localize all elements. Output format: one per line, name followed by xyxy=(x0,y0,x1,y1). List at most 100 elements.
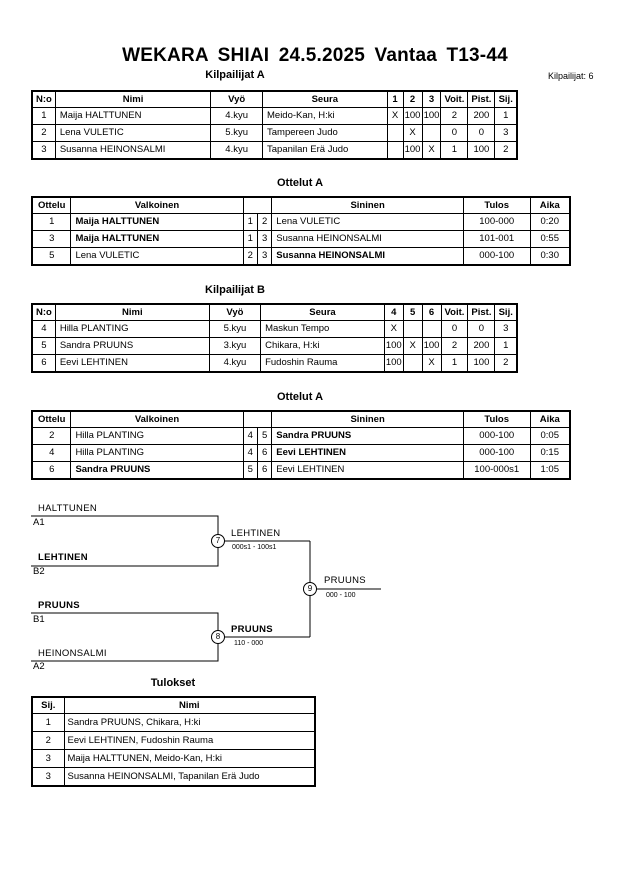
table-row: 4 Hilla PLANTING 5.kyu Maskun Tempo X 0 … xyxy=(31,320,518,338)
cell-time: 0:55 xyxy=(529,230,571,248)
col-header-name: Nimi xyxy=(63,696,316,714)
results-header-row: Sij. Nimi xyxy=(31,696,316,714)
cell-place: 3 xyxy=(31,767,65,787)
table-row: 3 Susanna HEINONSALMI 4.kyu Tapanilan Er… xyxy=(31,141,518,160)
table-row: 3 Susanna HEINONSALMI, Tapanilan Erä Jud… xyxy=(31,767,316,787)
matches-a-title: Ottelut A xyxy=(276,177,324,189)
col-header-m3: 3 xyxy=(421,90,442,108)
table-row: 6 Sandra PRUUNS 5 6 Eevi LEHTINEN 100-00… xyxy=(31,461,571,480)
cell-belt: 4.kyu xyxy=(208,354,262,373)
bracket-top1-name: HALTTUNEN xyxy=(38,503,97,514)
bracket-bot1-name: PRUUNS xyxy=(38,600,80,611)
cell-blue: Susanna HEINONSALMI xyxy=(271,247,464,266)
bracket-bot2-seed: A2 xyxy=(33,661,45,672)
cell-points: 100 xyxy=(467,141,496,160)
table-row: 1 Sandra PRUUNS, Chikara, H:ki xyxy=(31,713,316,732)
bracket-bot1-seed: B1 xyxy=(33,614,45,625)
cell-m3: X xyxy=(421,354,442,373)
bracket-bot2-name: HEINONSALMI xyxy=(38,648,107,659)
cell-blue-no: 6 xyxy=(256,461,273,480)
col-header-no: N:o xyxy=(31,90,56,108)
cell-name: Susanna HEINONSALMI xyxy=(54,141,212,160)
cell-name: Eevi LEHTINEN, Fudoshin Rauma xyxy=(63,731,316,750)
cell-match: 4 xyxy=(31,444,72,462)
cell-white: Hilla PLANTING xyxy=(70,444,244,462)
cell-club: Tampereen Judo xyxy=(262,124,388,142)
bracket-match-number: 7 xyxy=(211,534,225,548)
cell-points: 200 xyxy=(467,337,496,355)
table-row: 4 Hilla PLANTING 4 6 Eevi LEHTINEN 000-1… xyxy=(31,444,571,462)
cell-time: 0:30 xyxy=(529,247,571,266)
table-row: 1 Maija HALTTUNEN 4.kyu Meido-Kan, H:ki … xyxy=(31,107,518,125)
cell-place: 2 xyxy=(494,354,518,373)
matches-b-title: Ottelut A xyxy=(276,391,324,403)
cell-result: 100-000s1 xyxy=(462,461,531,480)
cell-wins: 1 xyxy=(440,141,469,160)
bracket-top1-seed: A1 xyxy=(33,517,45,528)
page-title: WEKARA SHIAI 24.5.2025 Vantaa T13-44 xyxy=(122,45,508,66)
table-row: 6 Eevi LEHTINEN 4.kyu Fudoshin Rauma 100… xyxy=(31,354,518,373)
cell-place: 1 xyxy=(31,713,65,732)
results-title: Tulokset xyxy=(150,677,196,689)
cell-place: 1 xyxy=(494,337,518,355)
cell-belt: 3.kyu xyxy=(208,337,262,355)
matches-a-table: Ottelu Valkoinen Sininen Tulos Aika 1 Ma… xyxy=(31,196,571,266)
cell-match: 5 xyxy=(31,247,72,266)
cell-no: 2 xyxy=(31,124,56,142)
bracket-semi1-score: 000s1 - 100s1 xyxy=(232,544,277,551)
cell-white: Lena VULETIC xyxy=(70,247,244,266)
bracket-match-number: 8 xyxy=(211,630,225,644)
cell-white-no: 4 xyxy=(242,444,258,462)
cell-points: 100 xyxy=(467,354,496,373)
bracket-semi2-winner: PRUUNS xyxy=(231,624,273,635)
cell-name: Maija HALTTUNEN, Meido-Kan, H:ki xyxy=(63,749,316,768)
cell-no: 5 xyxy=(31,337,56,355)
cell-name: Eevi LEHTINEN xyxy=(54,354,210,373)
table-row: 3 Maija HALTTUNEN 1 3 Susanna HEINONSALM… xyxy=(31,230,571,248)
bracket-semi1-winner: LEHTINEN xyxy=(231,528,281,539)
col-header-points: Pist. xyxy=(467,303,496,321)
bracket-top2-name: LEHTINEN xyxy=(38,552,88,563)
competitor-count: Kilpailijat: 6 xyxy=(548,71,594,81)
bracket-semi2-score: 110 - 000 xyxy=(234,640,264,647)
col-header-place: Sij. xyxy=(31,696,65,714)
cell-place: 2 xyxy=(31,731,65,750)
bracket-final-score: 000 - 100 xyxy=(326,592,356,599)
cell-blue-no: 3 xyxy=(256,230,273,248)
table-row: 2 Lena VULETIC 5.kyu Tampereen Judo X 0 … xyxy=(31,124,518,142)
cell-belt: 5.kyu xyxy=(210,124,263,142)
pool-a-title: Kilpailijat A xyxy=(205,69,265,81)
table-row: 5 Sandra PRUUNS 3.kyu Chikara, H:ki 100 … xyxy=(31,337,518,355)
table-row: 2 Eevi LEHTINEN, Fudoshin Rauma xyxy=(31,731,316,750)
pool-b-title: Kilpailijat B xyxy=(205,284,265,296)
cell-blue: Susanna HEINONSALMI xyxy=(271,230,464,248)
cell-place: 3 xyxy=(494,124,518,142)
cell-time: 0:15 xyxy=(529,444,571,462)
cell-blue-no: 3 xyxy=(256,247,273,266)
cell-m1: 100 xyxy=(383,354,404,373)
cell-club: Chikara, H:ki xyxy=(260,337,385,355)
table-row: 5 Lena VULETIC 2 3 Susanna HEINONSALMI 0… xyxy=(31,247,571,266)
cell-time: 1:05 xyxy=(529,461,571,480)
cell-blue: Eevi LEHTINEN xyxy=(271,461,464,480)
cell-name: Susanna HEINONSALMI, Tapanilan Erä Judo xyxy=(63,767,316,787)
cell-blue: Eevi LEHTINEN xyxy=(271,444,464,462)
cell-place: 2 xyxy=(494,141,518,160)
table-row: 3 Maija HALTTUNEN, Meido-Kan, H:ki xyxy=(31,749,316,768)
pool-b-table: N:o Nimi Vyö Seura 4 5 6 Voit. Pist. Sij… xyxy=(31,303,518,373)
results-table: Sij. Nimi 1 Sandra PRUUNS, Chikara, H:ki… xyxy=(31,696,316,787)
pool-a-table: N:o Nimi Vyö Seura 1 2 3 Voit. Pist. Sij… xyxy=(31,90,518,160)
cell-m3 xyxy=(421,124,442,142)
cell-m3: X xyxy=(421,141,442,160)
bracket-match-number: 9 xyxy=(303,582,317,596)
cell-name: Lena VULETIC xyxy=(54,124,212,142)
table-row: 2 Hilla PLANTING 4 5 Sandra PRUUNS 000-1… xyxy=(31,427,571,445)
cell-name: Sandra PRUUNS, Chikara, H:ki xyxy=(63,713,316,732)
cell-no: 3 xyxy=(31,141,56,160)
cell-club: Fudoshin Rauma xyxy=(260,354,385,373)
bracket-final-winner: PRUUNS xyxy=(324,575,366,586)
cell-m2: X xyxy=(402,124,423,142)
cell-m3: 100 xyxy=(421,337,442,355)
bracket-top2-seed: B2 xyxy=(33,566,45,577)
matches-b-table: Ottelu Valkoinen Sininen Tulos Aika 2 Hi… xyxy=(31,410,571,480)
